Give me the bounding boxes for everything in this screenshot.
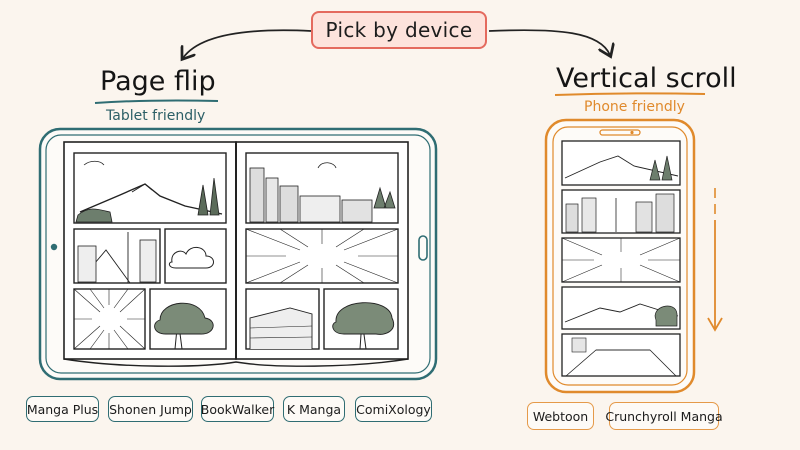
panel-clouds <box>164 228 227 284</box>
app-tag-bookwalker: BookWalker <box>201 396 274 422</box>
tablet-camera-icon <box>50 243 58 251</box>
app-tag-webtoon: Webtoon <box>527 402 594 430</box>
panel-city <box>245 152 399 224</box>
panel-burst-wide <box>245 228 399 284</box>
phone-speaker-icon <box>599 129 641 136</box>
panel-building <box>245 288 320 350</box>
arrow-right <box>488 29 610 55</box>
left-heading-underline <box>94 99 219 104</box>
panel-street <box>73 228 161 284</box>
scroll-down-arrow-icon <box>707 188 723 332</box>
arrow-left <box>183 29 312 58</box>
phone-camera-icon <box>630 130 634 135</box>
panel-burst-left <box>73 288 146 350</box>
phone-device <box>544 118 696 394</box>
left-heading: Page flip <box>100 66 216 97</box>
app-tag-comixology: ComiXology <box>355 396 432 422</box>
right-heading-underline <box>554 92 706 96</box>
title-pill: Pick by device <box>311 11 487 49</box>
phone-panel-mountain <box>561 140 681 186</box>
left-subheading: Tablet friendly <box>106 108 206 124</box>
app-tag-manga-plus: Manga Plus <box>26 396 99 422</box>
tablet-home-button-icon <box>418 235 428 261</box>
tablet-device <box>38 127 438 381</box>
app-tag-crunchyroll-manga: Crunchyroll Manga <box>605 402 723 430</box>
app-tag-shonen-jump: Shonen Jump <box>108 396 193 422</box>
app-tag-k-manga: K Manga <box>283 396 345 422</box>
panel-mountain <box>73 152 227 224</box>
title-text: Pick by device <box>325 18 473 42</box>
right-subheading: Phone friendly <box>584 99 685 115</box>
panel-tree <box>149 288 227 350</box>
panel-park <box>323 288 399 350</box>
right-heading: Vertical scroll <box>556 63 737 94</box>
